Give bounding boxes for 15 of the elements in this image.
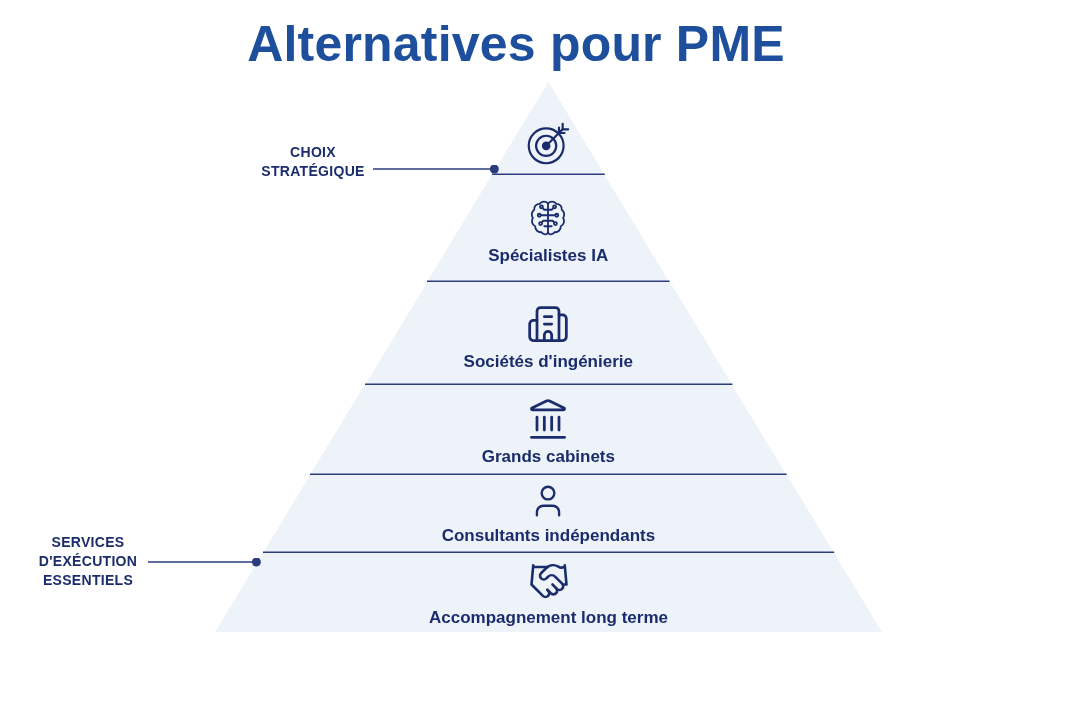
pyramid-tier [364, 282, 732, 385]
pyramid-tier [310, 385, 787, 475]
pyramid-tier [262, 475, 834, 553]
tier-label: Spécialistes IA [488, 245, 609, 266]
tier-label: Grands cabinets [481, 447, 615, 467]
leader-line [147, 557, 261, 567]
pyramid-apex-tier [491, 82, 605, 175]
leader-line [372, 164, 499, 174]
tier-label: Sociétés d'ingénierie [463, 351, 633, 372]
tier-label: Accompagnement long terme [429, 607, 668, 628]
diagram-title: Alternatives pour PME [246, 15, 786, 74]
callout-label: CHOIX STRATÉGIQUE [253, 143, 373, 181]
pyramid-tier [215, 553, 882, 632]
tier-label: Consultants indépendants [441, 526, 656, 546]
callout-label: SERVICES D'EXÉCUTION ESSENTIELS [28, 533, 148, 590]
